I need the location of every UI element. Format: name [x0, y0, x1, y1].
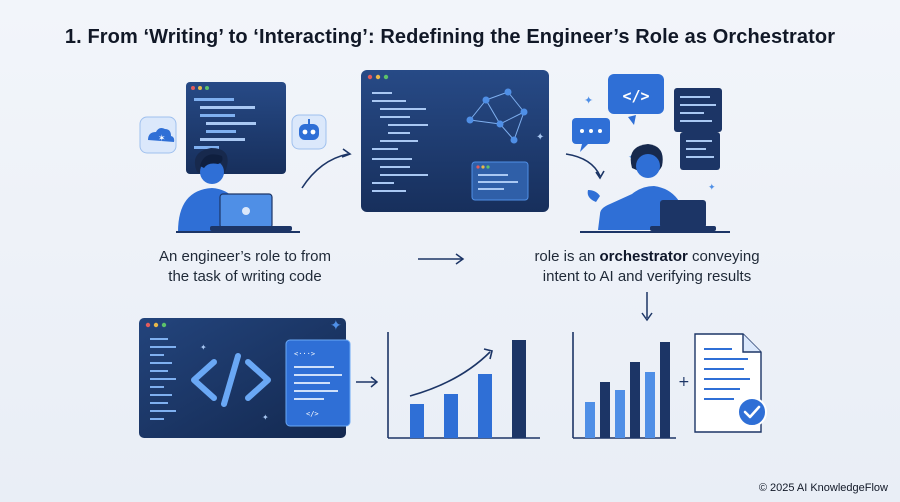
chat-bubble-icon [572, 118, 610, 152]
plus-icon: + [678, 374, 690, 390]
orchestrator-scene: </> ✦ ✦ ✦ [565, 74, 730, 233]
document-stack-icon [674, 88, 722, 170]
engineer-writing-scene: ✶ [139, 82, 352, 233]
page-title: 1. From ‘Writing’ to ‘Interacting’: Rede… [64, 26, 836, 48]
svg-text:</>: </> [306, 410, 319, 418]
caption-line: intent to AI and verifying results [542, 268, 752, 285]
verification-bar-chart [572, 332, 676, 439]
cloud-ai-icon: ✶ [139, 116, 177, 154]
svg-text:✦: ✦ [200, 343, 207, 352]
growth-bar-chart [387, 332, 540, 439]
engineer-figure [178, 148, 292, 232]
svg-text:✦: ✦ [262, 413, 269, 422]
caption-text: conveying [687, 248, 760, 265]
svg-text:✦: ✦ [536, 132, 544, 143]
caption-line: role is an orchestrator conveying [512, 247, 782, 267]
caption-emphasis: orchestrator [599, 248, 688, 265]
checkmark-icon [737, 397, 767, 427]
right-arrow-icon [356, 376, 379, 388]
svg-text:<···>: <···> [294, 350, 315, 358]
sparkle-icon: ✦ [330, 318, 342, 334]
code-editor-window: ✦ ✦ <···> </> ✦ [139, 318, 351, 438]
svg-text:</>: </> [622, 87, 649, 105]
caption-orchestrator: role is an orchestrator conveying intent… [512, 247, 782, 287]
code-brackets-icon [191, 353, 271, 407]
right-arrow-icon [418, 253, 465, 265]
desk-line [176, 231, 300, 233]
down-arrow-icon [641, 292, 653, 322]
caption-line: An engineer’s role to from [158, 248, 332, 265]
orchestrator-figure [587, 144, 716, 231]
curved-arrow-icon [565, 153, 601, 177]
code-brackets-icon: </> [608, 74, 664, 125]
ai-code-window: ✦ [361, 70, 549, 212]
sparkle-icon: ✦ [584, 94, 593, 107]
caption-line: the task of writing code [168, 268, 322, 285]
caption-writing-code: An engineer’s role to from the task of w… [130, 247, 360, 287]
copyright-notice: © 2025 AI KnowledgeFlow [758, 482, 888, 494]
caption-text: role is an [534, 248, 600, 265]
svg-text:✦: ✦ [708, 183, 716, 193]
arrow-head-icon [341, 148, 352, 158]
robot-icon [291, 114, 327, 150]
svg-text:✶: ✶ [158, 134, 166, 144]
neural-network-icon [469, 91, 525, 141]
curved-arrow-icon [301, 153, 349, 189]
